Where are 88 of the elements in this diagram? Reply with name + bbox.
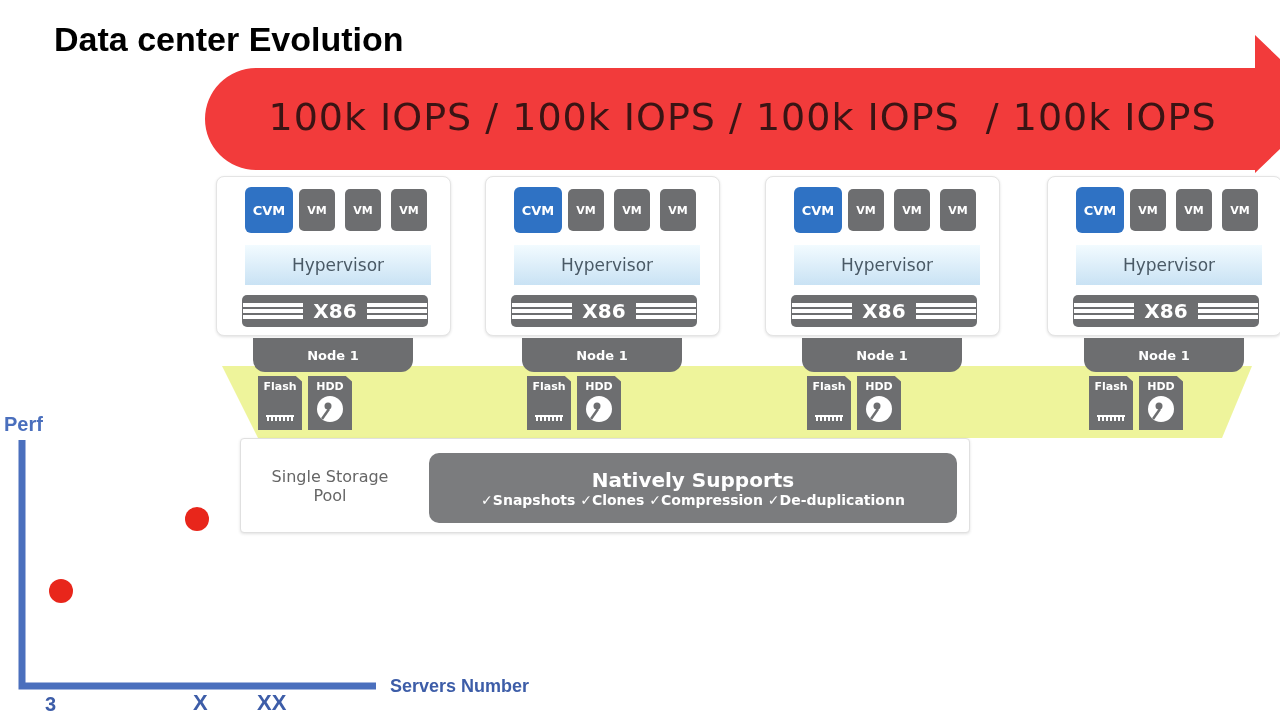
node-label: HDD	[865, 380, 893, 393]
node-label: Hypervisor	[840, 255, 934, 275]
vm-block	[1130, 189, 1166, 231]
node-tab	[253, 338, 413, 372]
hypervisor-layer	[1076, 245, 1262, 285]
node-tab	[802, 338, 962, 372]
node-label: Hypervisor	[291, 255, 385, 275]
hdd-drive	[308, 376, 352, 430]
server-card	[1047, 176, 1280, 336]
node-label: Node 1	[576, 347, 628, 363]
node-label: Flash	[812, 380, 846, 393]
title: Data center Evolution	[54, 20, 404, 59]
server-card	[216, 176, 451, 336]
node-label: VM	[307, 203, 327, 217]
vm-block	[614, 189, 650, 231]
node-label: VM	[576, 203, 596, 217]
storage-pool-panel	[240, 438, 970, 533]
node-label: VM	[353, 203, 373, 217]
banner-text: 100k IOPS / 100k IOPS / 100k IOPS / 100k IOPS	[268, 95, 1217, 139]
tick-label: X	[193, 690, 208, 716]
node-label: VM	[1230, 203, 1250, 217]
vm-block	[299, 189, 335, 231]
node-label: Flash	[263, 380, 297, 393]
features-panel	[429, 453, 957, 523]
node-label: X86	[582, 299, 626, 323]
cvm-block	[514, 187, 562, 233]
node-label: Hypervisor	[560, 255, 654, 275]
panel-heading: Natively Supports	[591, 468, 795, 492]
server-card	[485, 176, 720, 336]
vm-block	[940, 189, 976, 231]
hypervisor-layer	[514, 245, 700, 285]
axis-label: Perf	[4, 413, 43, 436]
node-tab	[522, 338, 682, 372]
node-label: Node 1	[307, 347, 359, 363]
node-label: VM	[1138, 203, 1158, 217]
node-label: Hypervisor	[1122, 255, 1216, 275]
node-label: Node 1	[1138, 347, 1190, 363]
node-label: CVM	[1083, 202, 1117, 218]
x86-bar	[242, 295, 428, 327]
node-label: Flash	[532, 380, 566, 393]
node-label: CVM	[521, 202, 555, 218]
cvm-block	[1076, 187, 1124, 233]
feature-list: ✓Snapshots ✓Clones ✓Compression ✓De-duplicationn	[481, 492, 905, 508]
node-label: HDD	[316, 380, 344, 393]
axis-label: Servers Number	[390, 676, 530, 697]
cvm-block	[794, 187, 842, 233]
tick-label: 3	[45, 693, 57, 716]
node-label: VM	[902, 203, 922, 217]
flash-drive	[807, 376, 851, 430]
flash-drive	[258, 376, 302, 430]
node-label: VM	[856, 203, 876, 217]
vm-block	[568, 189, 604, 231]
node-label: HDD	[1147, 380, 1175, 393]
vm-block	[660, 189, 696, 231]
node-label: VM	[1184, 203, 1204, 217]
node-label: VM	[622, 203, 642, 217]
hdd-drive	[857, 376, 901, 430]
hypervisor-layer	[245, 245, 431, 285]
node-label: VM	[668, 203, 688, 217]
x86-bar	[791, 295, 977, 327]
node-tab	[1084, 338, 1244, 372]
vm-block	[848, 189, 884, 231]
flash-drive	[527, 376, 571, 430]
vm-block	[1222, 189, 1258, 231]
x86-bar	[1073, 295, 1259, 327]
node-label: X86	[862, 299, 906, 323]
tick-label: XX	[257, 690, 287, 716]
node-label: Single Storage Pool	[270, 466, 390, 505]
node-label: X86	[313, 299, 357, 323]
node-label: Node 1	[856, 347, 908, 363]
vm-block	[391, 189, 427, 231]
vm-block	[894, 189, 930, 231]
x86-bar	[511, 295, 697, 327]
flash-drive	[1089, 376, 1133, 430]
node-label: Flash	[1094, 380, 1128, 393]
vm-block	[345, 189, 381, 231]
vm-block	[1176, 189, 1212, 231]
node-label: HDD	[585, 380, 613, 393]
cvm-block	[245, 187, 293, 233]
node-label: VM	[399, 203, 419, 217]
node-label: CVM	[801, 202, 835, 218]
hdd-drive	[577, 376, 621, 430]
hypervisor-layer	[794, 245, 980, 285]
hdd-drive	[1139, 376, 1183, 430]
server-card	[765, 176, 1000, 336]
node-label: X86	[1144, 299, 1188, 323]
node-label: VM	[948, 203, 968, 217]
node-label: CVM	[252, 202, 286, 218]
